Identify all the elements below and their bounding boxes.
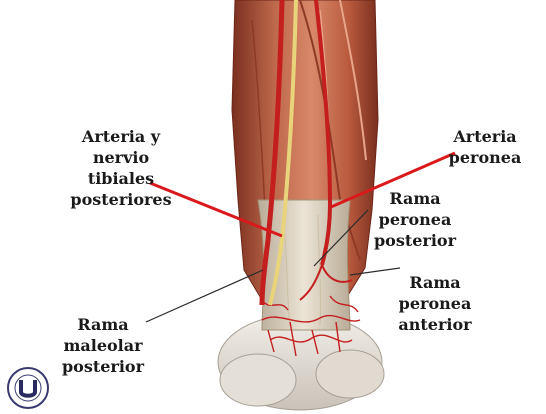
label-line: Arteria bbox=[440, 126, 530, 147]
label-line: Rama bbox=[48, 314, 158, 335]
label-arteria-nervio-tibiales-posteriores: Arteria y nervio tibiales posteriores bbox=[46, 126, 196, 210]
label-line: peronea bbox=[390, 293, 480, 314]
label-line: nervio bbox=[46, 147, 196, 168]
label-rama-maleolar-posterior: Rama maleolar posterior bbox=[48, 314, 158, 377]
label-line: peronea bbox=[440, 147, 530, 168]
label-rama-peronea-anterior: Rama peronea anterior bbox=[390, 272, 480, 335]
label-line: maleolar bbox=[48, 335, 158, 356]
university-seal-logo bbox=[6, 366, 50, 410]
label-line: Arteria y bbox=[46, 126, 196, 147]
label-arteria-peronea: Arteria peronea bbox=[440, 126, 530, 168]
label-line: Rama bbox=[390, 272, 480, 293]
label-line: Rama bbox=[365, 188, 465, 209]
pointer-rama-maleolar bbox=[146, 270, 263, 322]
label-line: posterior bbox=[365, 230, 465, 251]
label-line: peronea bbox=[365, 209, 465, 230]
label-line: tibiales bbox=[46, 168, 196, 189]
label-line: posteriores bbox=[46, 189, 196, 210]
label-line: posterior bbox=[48, 356, 158, 377]
label-rama-peronea-posterior: Rama peronea posterior bbox=[365, 188, 465, 251]
label-line: anterior bbox=[390, 314, 480, 335]
